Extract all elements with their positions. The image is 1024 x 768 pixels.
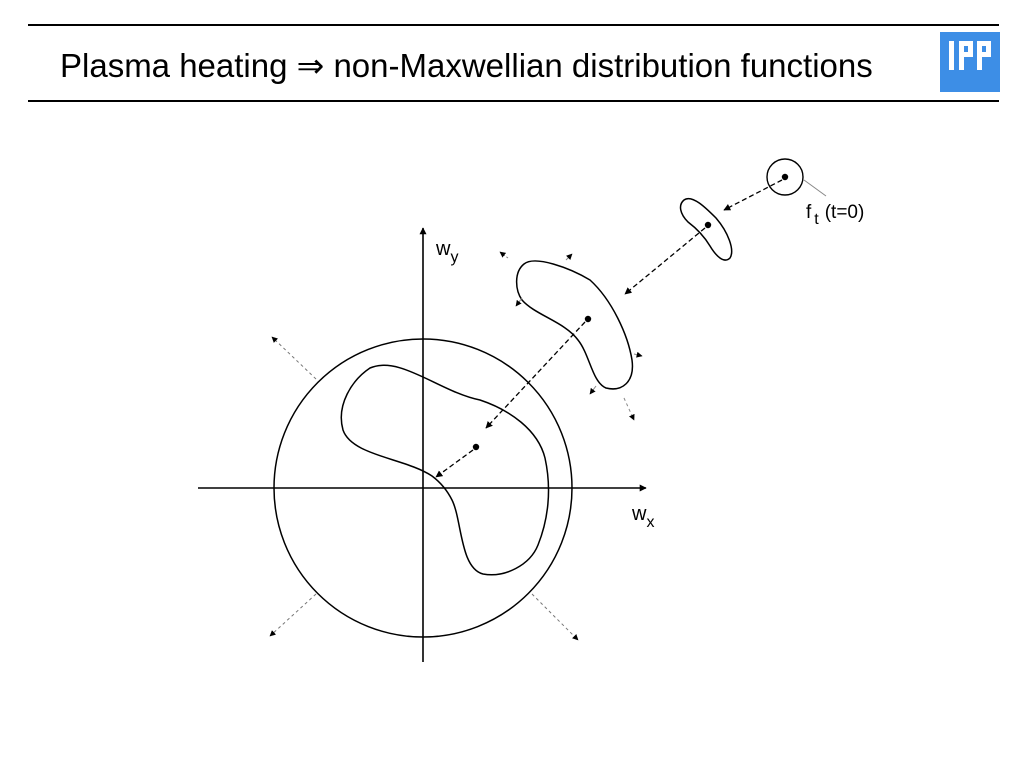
blob-tick-6	[623, 397, 635, 421]
wx-label: wx	[631, 503, 654, 531]
diffusion-arrow-ll	[269, 593, 317, 637]
centroid-late	[472, 443, 480, 451]
initial-distribution	[766, 158, 804, 196]
blob-tick-1	[499, 251, 509, 259]
diffusion-arrow-ul	[271, 336, 317, 380]
trajectory-arrow-1	[723, 179, 783, 211]
centroid-intermediate	[584, 315, 592, 323]
blob-tick-3	[515, 297, 523, 307]
wy-label: wy	[435, 238, 458, 266]
blob-tick-4	[633, 351, 643, 358]
diffusion-arrow-lr	[531, 593, 579, 641]
trajectory-arrow-4	[435, 449, 474, 478]
trajectory-arrow-2	[624, 227, 706, 295]
header-rule	[28, 100, 999, 102]
blob-tick-5	[589, 385, 597, 395]
top-rule	[28, 24, 999, 26]
initial-label-leader	[803, 179, 827, 197]
heated-distribution	[340, 364, 550, 576]
trajectory-arrow-3	[485, 321, 586, 429]
early-distribution	[679, 197, 733, 261]
maxwellian-circle	[273, 338, 573, 638]
ipp-logo	[940, 32, 1000, 92]
centroid-early	[704, 221, 712, 229]
centroid-initial	[781, 173, 789, 181]
slide-title: Plasma heating ⇒ non-Maxwellian distribu…	[60, 47, 873, 84]
blob-tick-2	[565, 253, 573, 261]
intermediate-distribution	[515, 260, 634, 390]
